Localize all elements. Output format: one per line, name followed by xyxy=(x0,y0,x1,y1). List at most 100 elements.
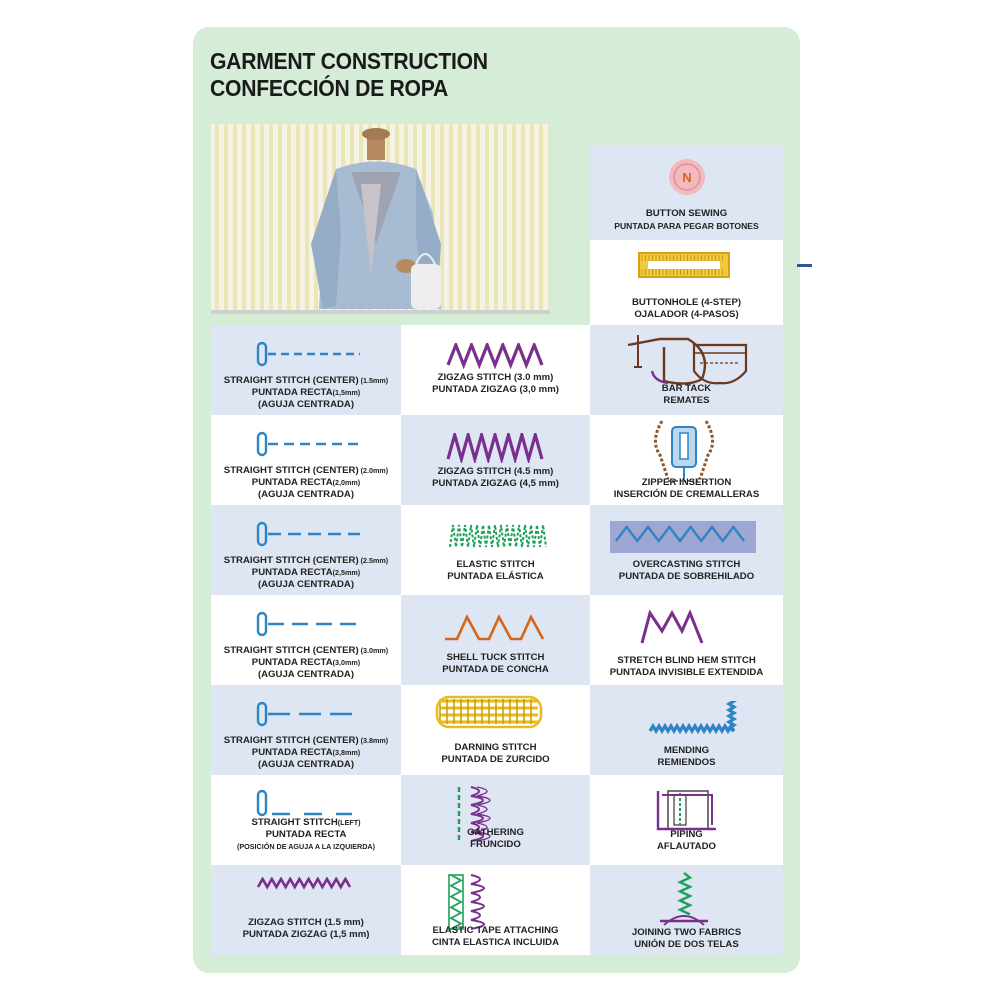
label-text: PUNTADA RECTA xyxy=(251,657,333,668)
stitch-cell: STRAIGHT STITCH (CENTER) (3.8mm)PUNTADA … xyxy=(211,685,401,775)
buttonhole-icon xyxy=(638,252,730,278)
label-line: FRUNCIDO xyxy=(401,839,590,851)
stitch-label: STRAIGHT STITCH (CENTER) (2.0mm)PUNTADA … xyxy=(211,465,401,501)
title-spanish: CONFECCIÓN DE ROPA xyxy=(210,75,448,101)
label-line: (AGUJA CENTRADA) xyxy=(211,669,401,681)
label-size: (3,0mm) xyxy=(332,658,361,667)
label-line: PUNTADA INVISIBLE EXTENDIDA xyxy=(590,667,783,679)
label-line: PUNTADA DE CONCHA xyxy=(401,664,590,676)
label-text: CINTA ELASTICA INCLUIDA xyxy=(431,937,560,948)
label-text: SHELL TUCK STITCH xyxy=(446,652,545,663)
stitch-label: STRAIGHT STITCH (CENTER) (3.8mm)PUNTADA … xyxy=(211,735,401,771)
label-text: PUNTADA DE SOBREHILADO xyxy=(618,571,755,582)
label-text: STRAIGHT STITCH (CENTER) xyxy=(223,735,359,746)
stitch-cell: ZIGZAG STITCH (3.0 mm)PUNTADA ZIGZAG (3,… xyxy=(401,325,590,415)
label-text: STRAIGHT STITCH (CENTER) xyxy=(223,645,359,656)
stitch-label: ZIGZAG STITCH (1.5 mm)PUNTADA ZIGZAG (1,… xyxy=(211,917,401,941)
label-text: UNIÓN DE DOS TELAS xyxy=(634,939,739,950)
label-text: FRUNCIDO xyxy=(470,839,521,850)
label-size: (2,0mm) xyxy=(332,478,361,487)
button-icon: N xyxy=(669,159,705,195)
label-text: STRAIGHT STITCH (CENTER) xyxy=(223,555,359,566)
label-text: PUNTADA DE ZURCIDO xyxy=(441,754,550,765)
label-line: STRAIGHT STITCH (CENTER) (1.5mm) xyxy=(211,375,401,387)
label-line: STRAIGHT STITCH(LEFT) xyxy=(211,817,401,829)
label-line: ZIGZAG STITCH (1.5 mm) xyxy=(211,917,401,929)
label-text: PUNTADA RECTA xyxy=(251,387,333,398)
stitch-label: STRAIGHT STITCH (CENTER) (2.5mm)PUNTADA … xyxy=(211,555,401,591)
label-line: PUNTADA RECTA(1,5mm) xyxy=(211,387,401,399)
stitch-label: STRAIGHT STITCH (CENTER) (3.0mm) PUNTADA … xyxy=(211,645,401,681)
stitch-label: STRAIGHT STITCH(LEFT)PUNTADA RECTA(POSIC… xyxy=(211,817,401,853)
elastic-tape-icon xyxy=(448,874,485,930)
label-line: (AGUJA CENTRADA) xyxy=(211,579,401,591)
label-size: (3.0mm) xyxy=(358,646,389,655)
gathering-icon xyxy=(457,786,491,842)
label-line: ELASTIC TAPE ATTACHING xyxy=(401,925,590,937)
label-text: PUNTADA RECTA xyxy=(265,829,347,840)
label-line: ELASTIC STITCH xyxy=(401,559,590,571)
shell-tuck-stitch-icon xyxy=(445,614,545,641)
straight-stitch-icon xyxy=(256,611,360,637)
label-text: PUNTADA RECTA xyxy=(251,567,333,578)
label-text: PUNTADA ZIGZAG (4,5 mm) xyxy=(432,478,559,489)
stretch-blind-hem-icon xyxy=(640,609,704,644)
stitch-cell: STRAIGHT STITCH (CENTER) (2.0mm)PUNTADA … xyxy=(211,415,401,505)
label-text: STRAIGHT STITCH (CENTER) xyxy=(223,375,359,386)
label-line: GATHERING xyxy=(401,827,590,839)
label-text: PUNTADA RECTA xyxy=(251,477,333,488)
zigzag-stitch-icon xyxy=(446,343,544,370)
label-size: (2.0mm) xyxy=(358,466,389,475)
label-line: PUNTADA RECTA(2,0mm) xyxy=(211,477,401,489)
stitch-label: ZIGZAG STITCH (4.5 mm)PUNTADA ZIGZAG (4,… xyxy=(401,466,590,490)
label-text: ZIPPER INSERTION xyxy=(641,477,732,488)
label-size: (3,8mm) xyxy=(332,748,361,757)
joining-fabrics-icon xyxy=(660,872,708,926)
label-text: ZIGZAG STITCH (1.5 mm) xyxy=(248,917,364,928)
stitch-cell: STRAIGHT STITCH (CENTER) (3.0mm) PUNTADA … xyxy=(211,595,401,685)
label-text: AFLAUTADO xyxy=(657,841,716,852)
label-line: MENDING xyxy=(590,745,783,757)
label-size: (2,5mm) xyxy=(332,568,361,577)
label-text: ZIGZAG STITCH (4.5 mm) xyxy=(437,466,554,477)
label-line: STRAIGHT STITCH (CENTER) (3.8mm) xyxy=(211,735,401,747)
label-line: PUNTADA DE SOBREHILADO xyxy=(590,571,783,583)
label-line: INSERCIÓN DE CREMALLERAS xyxy=(590,489,783,501)
label-line: (AGUJA CENTRADA) xyxy=(211,489,401,501)
stitch-label: ZIGZAG STITCH (3.0 mm)PUNTADA ZIGZAG (3,… xyxy=(401,372,590,396)
label-line: PUNTADA ZIGZAG (1,5 mm) xyxy=(211,929,401,941)
label-line: (POSICIÓN DE AGUJA A LA IZQUIERDA) xyxy=(211,841,401,853)
label-line: REMATES xyxy=(590,395,783,407)
label-text: (AGUJA CENTRADA) xyxy=(257,399,355,410)
label-line: OVERCASTING STITCH xyxy=(590,559,783,571)
straight-stitch-icon xyxy=(256,701,360,727)
stitch-cell: ZIGZAG STITCH (4.5 mm)PUNTADA ZIGZAG (4,… xyxy=(401,415,590,505)
label-line: PUNTADA DE ZURCIDO xyxy=(401,754,590,766)
label-line: OJALADOR (4-PASOS) xyxy=(634,309,739,320)
stitch-cell: BUTTONHOLE (4-STEP)OJALADOR (4-PASOS) xyxy=(590,240,783,325)
label-text: ELASTIC TAPE ATTACHING xyxy=(432,925,559,936)
label-line: AFLAUTADO xyxy=(590,841,783,853)
label-size: (1.5mm) xyxy=(358,376,389,385)
label-text: MENDING xyxy=(663,745,710,756)
label-size: (1,5mm) xyxy=(332,388,361,397)
label-line: JOINING TWO FABRICS xyxy=(590,927,783,939)
label-line: PIPING xyxy=(590,829,783,841)
label-line: (AGUJA CENTRADA) xyxy=(211,399,401,411)
label-line: PUNTADA RECTA(3,0mm) xyxy=(211,657,401,669)
